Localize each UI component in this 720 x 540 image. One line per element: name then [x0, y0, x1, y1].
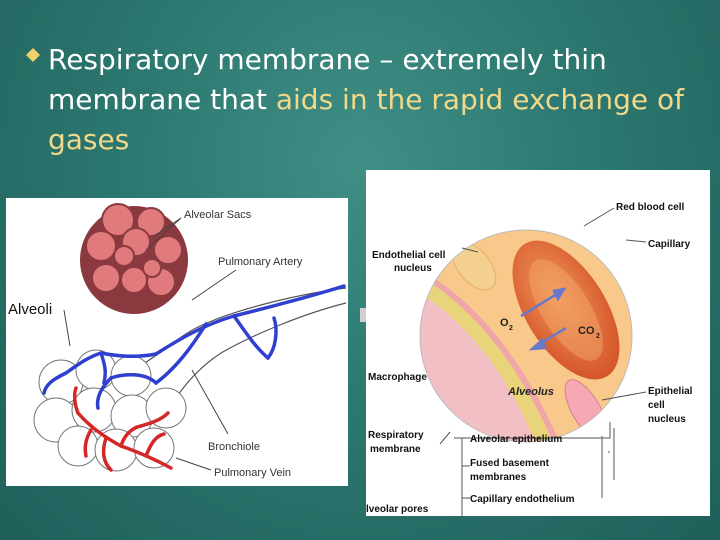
- label-respiratory-1: Respiratory: [368, 430, 424, 441]
- label-co2-subscript: 2: [596, 333, 600, 340]
- diamond-bullet-icon: [26, 48, 40, 62]
- label-epithelial-2: cell: [648, 400, 665, 411]
- label-red-blood-cell: Red blood cell: [616, 202, 685, 213]
- label-o2-subscript: 2: [509, 325, 513, 332]
- alveoli-diagram: Alveolar Sacs Pulmonary Artery Alveoli B…: [6, 198, 348, 486]
- label-capillary-endothelium: Capillary endothelium: [470, 494, 575, 505]
- alveoli-diagram-panel: Alveolar Sacs Pulmonary Artery Alveoli B…: [6, 198, 348, 486]
- respiratory-membrane-diagram: Red blood cell Capillary Endothelial cel…: [366, 170, 710, 516]
- label-alveolar-pores: lveolar pores: [366, 504, 429, 515]
- label-alveolus: Alveolus: [507, 386, 554, 398]
- label-alveolar-sacs: Alveolar Sacs: [184, 209, 252, 221]
- bullet-term: Respiratory membrane: [48, 43, 371, 76]
- label-co2: CO: [578, 325, 595, 337]
- label-endothelial-1: Endothelial cell: [372, 250, 446, 261]
- alveoli-cluster: [34, 350, 186, 471]
- alveolar-sac-cluster: [80, 204, 188, 314]
- label-endothelial-2: nucleus: [394, 263, 432, 274]
- label-epithelial-1: Epithelial: [648, 386, 693, 397]
- label-alveolar-epithelium: Alveolar epithelium: [470, 434, 562, 445]
- label-pulmonary-vein: Pulmonary Vein: [214, 467, 291, 479]
- label-bronchiole: Bronchiole: [208, 441, 260, 453]
- magnified-view: [416, 223, 641, 447]
- label-alveoli: Alveoli: [8, 301, 52, 318]
- label-capillary: Capillary: [648, 239, 691, 250]
- label-epithelial-3: nucleus: [648, 414, 686, 425]
- slide-bullet: Respiratory membrane – extremely thin me…: [48, 40, 708, 160]
- label-pulmonary-artery: Pulmonary Artery: [218, 256, 303, 268]
- respiratory-membrane-diagram-panel: Red blood cell Capillary Endothelial cel…: [366, 170, 710, 516]
- label-o2: O: [500, 317, 509, 329]
- label-fused-1: Fused basement: [470, 458, 550, 469]
- label-fused-2: membranes: [470, 472, 527, 483]
- label-macrophage: Macrophage: [368, 372, 427, 383]
- label-respiratory-2: membrane: [370, 444, 421, 455]
